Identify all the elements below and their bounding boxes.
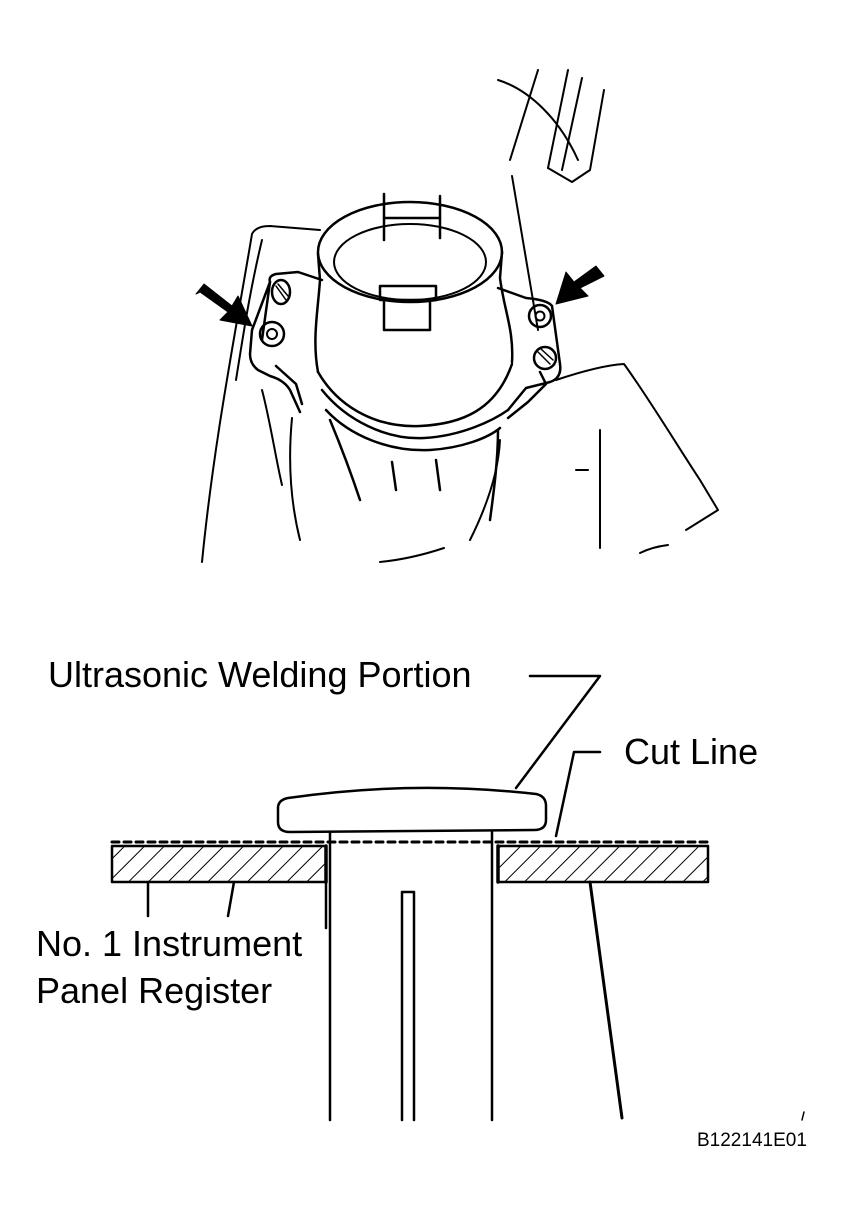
mounting-bolts	[258, 278, 558, 371]
mounting-flange	[248, 270, 562, 420]
cut-line-label: Cut Line	[624, 731, 759, 772]
figure-code: B122141E01	[697, 1130, 807, 1151]
lower-clip	[532, 345, 558, 371]
register-assembly-illustration	[195, 69, 719, 563]
right-arrow-icon	[555, 265, 605, 305]
panel-section-left	[110, 844, 328, 884]
welding-portion	[276, 786, 548, 834]
register-label-line2: Panel Register	[36, 970, 273, 1011]
panel-section-right	[496, 844, 710, 884]
left-arrow-icon	[195, 283, 253, 327]
register-label-line1: No. 1 Instrument	[36, 923, 303, 964]
arrow-icon	[195, 265, 605, 327]
dashboard-panel-outline	[201, 69, 719, 563]
register-duct	[314, 192, 514, 522]
leader-lines	[146, 674, 602, 930]
left-bolt	[258, 320, 286, 348]
cross-section-illustration	[110, 674, 805, 1122]
right-bolt	[527, 303, 553, 329]
upper-clip	[270, 278, 292, 306]
welding-portion-label: Ultrasonic Welding Portion	[48, 654, 472, 695]
